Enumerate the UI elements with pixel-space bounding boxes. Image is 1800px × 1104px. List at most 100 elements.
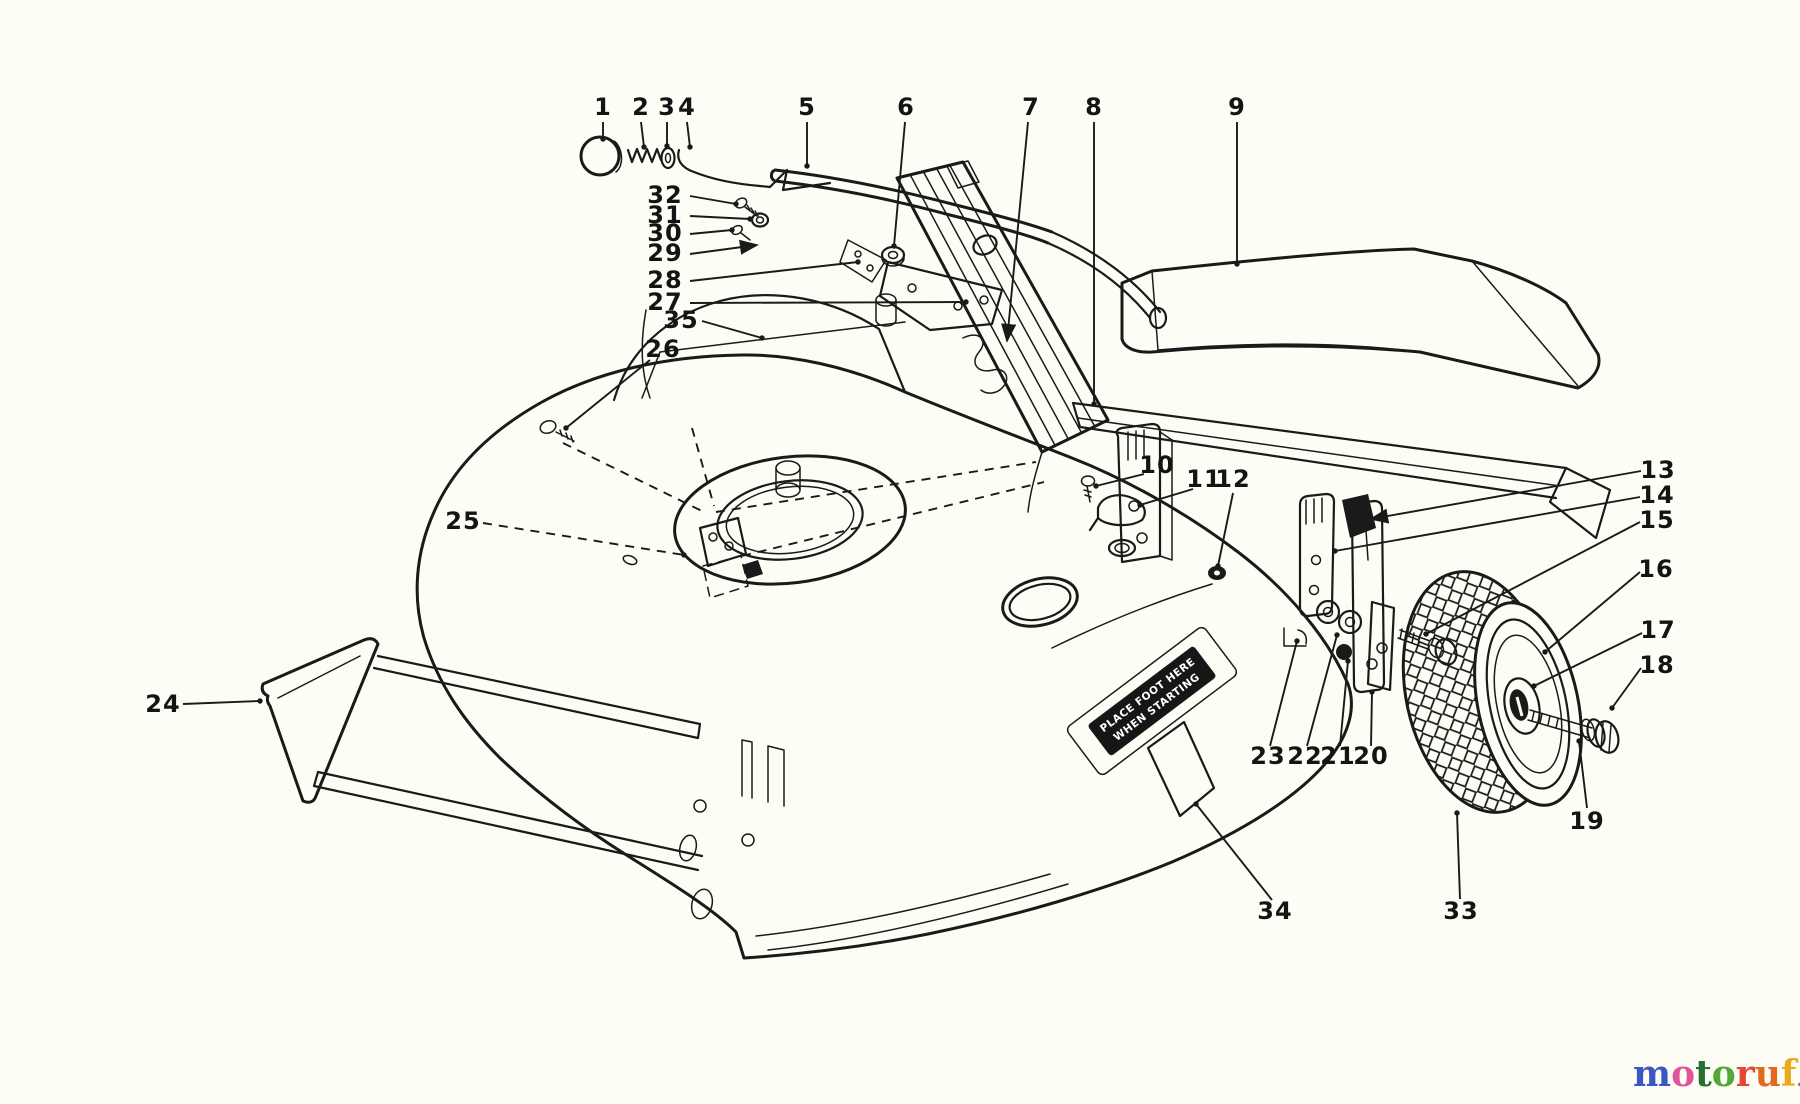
part-number-35: 35	[663, 306, 698, 334]
part-number-27: 27	[647, 288, 682, 316]
pin-23	[1283, 627, 1308, 647]
logo-letter-o: o	[1671, 1053, 1696, 1095]
leader-line-25	[482, 522, 685, 556]
part-number-13: 13	[1640, 456, 1675, 484]
part-number-25: 25	[445, 507, 480, 535]
door-spring-wire	[962, 334, 1008, 394]
wheel	[1401, 570, 1620, 814]
leader-line-23	[1269, 640, 1298, 747]
leader-line-32	[689, 195, 737, 205]
part-number-34: 34	[1257, 897, 1292, 925]
part-number-8: 8	[1085, 93, 1103, 121]
leader-line-18	[1611, 667, 1642, 709]
leader-line-4	[686, 121, 691, 148]
leader-line-7	[1001, 121, 1029, 343]
leader-line-14	[1334, 496, 1641, 552]
leader-line-35	[701, 320, 763, 339]
knob	[579, 135, 621, 177]
leader-line-15	[1425, 521, 1641, 635]
leader-line-28	[689, 261, 859, 282]
washer-22a	[1315, 599, 1341, 625]
leader-line-34	[1195, 803, 1273, 901]
leader-line-10	[1095, 473, 1145, 487]
part-number-32: 32	[647, 181, 682, 209]
nut-21	[1336, 644, 1352, 660]
deck-ring-opening	[1001, 576, 1079, 628]
leader-line-20	[1370, 691, 1373, 747]
washer	[660, 146, 676, 170]
part-number-10: 10	[1139, 451, 1174, 479]
part-number-9: 9	[1228, 93, 1246, 121]
mount-plate	[878, 260, 1004, 332]
logo-letter-f: f	[1780, 1053, 1797, 1095]
leader-line-2	[640, 121, 645, 148]
logo-letter-u: u	[1754, 1053, 1781, 1095]
part-number-11: 11	[1186, 465, 1221, 493]
part-number-17: 17	[1640, 616, 1675, 644]
part-number-16: 16	[1638, 555, 1673, 583]
logo-letter-t: t	[1695, 1053, 1712, 1095]
leader-line-11	[1139, 488, 1194, 506]
leader-line-30	[689, 229, 733, 235]
part-number-29: 29	[647, 239, 682, 267]
part-number-6: 6	[897, 93, 915, 121]
mower-deck-housing	[415, 293, 1353, 960]
part-number-7: 7	[1022, 93, 1040, 121]
motoruf-logo: motoruf	[1633, 1053, 1796, 1095]
adjuster-arm	[1350, 499, 1386, 694]
washer-22b	[1337, 609, 1363, 635]
leader-line-6	[893, 121, 906, 247]
part-number-2: 2	[632, 93, 650, 121]
rubber-wedge-14	[1342, 494, 1376, 538]
bolt-26	[539, 419, 557, 435]
part-number-18: 18	[1639, 651, 1674, 679]
cap-and-bracket	[1080, 422, 1226, 580]
part-number-14: 14	[1639, 481, 1674, 509]
part-number-19: 19	[1569, 807, 1604, 835]
axle-bolt	[1527, 709, 1620, 754]
leader-line-29	[689, 239, 759, 255]
fuel-cap	[1088, 494, 1146, 532]
part-number-28: 28	[647, 266, 682, 294]
logo-letter-m: m	[1633, 1053, 1672, 1095]
leader-line-21	[1339, 660, 1349, 747]
leader-line-31	[689, 215, 751, 220]
logo-letter-r: r	[1735, 1053, 1755, 1095]
part-number-20: 20	[1353, 742, 1388, 770]
throttle-control-assembly	[579, 135, 1168, 330]
handle-bracket	[769, 168, 1054, 245]
leader-line-13	[1369, 470, 1642, 524]
leader-line-17	[1533, 632, 1643, 687]
part-number-31: 31	[647, 201, 682, 229]
motoruf-suffix: .de	[1796, 1067, 1800, 1091]
part-number-5: 5	[798, 93, 816, 121]
part-number-3: 3	[658, 93, 676, 121]
leader-line-33	[1456, 812, 1461, 900]
deflector-chute	[1120, 247, 1601, 390]
leader-line-22	[1306, 634, 1338, 747]
part-number-23: 23	[1250, 742, 1285, 770]
part-number-24: 24	[145, 690, 180, 718]
hardware-cluster	[731, 197, 1004, 332]
engine-ring	[622, 454, 907, 586]
part-number-22: 22	[1287, 742, 1322, 770]
part-number-21: 21	[1320, 742, 1355, 770]
motoruf-watermark-link[interactable]: motoruf.de	[1633, 1051, 1800, 1101]
part-number-15: 15	[1639, 506, 1674, 534]
part-number-26: 26	[645, 335, 680, 363]
blank-label	[1146, 720, 1216, 818]
side-plate-and-rails	[260, 637, 704, 872]
dome-boss	[875, 293, 897, 327]
construction-lines	[562, 427, 1045, 557]
mount-bracket-13	[1298, 492, 1336, 618]
part-number-33: 33	[1443, 897, 1478, 925]
control-rod	[677, 148, 832, 192]
rear-door	[895, 160, 1110, 454]
hinge-plate	[539, 419, 749, 599]
leader-line-16	[1544, 571, 1641, 653]
side-plate	[260, 637, 380, 804]
hub-face	[1473, 601, 1583, 807]
